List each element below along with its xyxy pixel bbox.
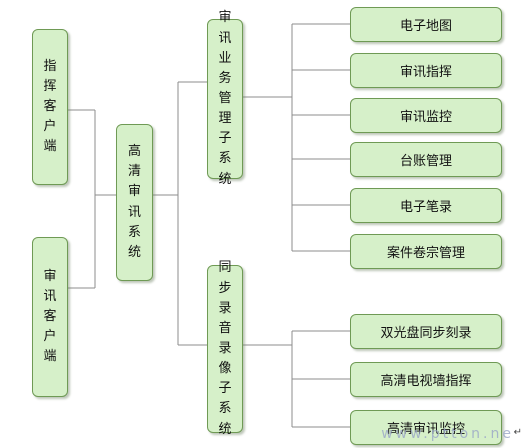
av-system-node: 同步录音录像子系统 [207,260,243,437]
business-system-label: 审讯业务管理子系统 [218,10,232,187]
business-item-label: 案件卷宗管理 [386,246,465,261]
av-item-label: 双光盘同步刻录 [380,326,472,341]
hd-system-node: 高清审讯系统 [116,124,153,281]
av-item-label: 高清审讯监控 [386,422,465,437]
business-item-label: 台账管理 [399,154,452,169]
business-item: 案件卷宗管理 [350,234,502,269]
watermark: www.ptton.ne [381,426,514,442]
business-item-label: 电子地图 [399,19,452,34]
business-item-label: 审讯指挥 [399,65,452,80]
command-client-label: 指挥客户端 [43,58,57,155]
av-item: 高清审讯监控 [350,410,502,445]
av-item: 双光盘同步刻录 [350,314,502,349]
av-system-label: 同步录音录像子系统 [218,260,232,437]
interrogation-client-node: 审讯客户端 [32,237,68,397]
business-item-label: 电子笔录 [399,200,452,215]
business-item: 审讯监控 [350,98,502,133]
business-item: 台账管理 [350,142,502,177]
business-system-node: 审讯业务管理子系统 [207,10,243,187]
business-item: 审讯指挥 [350,53,502,88]
business-item: 电子笔录 [350,188,502,223]
interrogation-client-label: 审讯客户端 [43,268,57,365]
av-item-label: 高清电视墙指挥 [380,374,472,389]
business-item-label: 审讯监控 [399,110,452,125]
command-client-node: 指挥客户端 [32,29,68,185]
paragraph-mark: ↵ [513,427,522,438]
business-item: 电子地图 [350,7,502,42]
av-item: 高清电视墙指挥 [350,362,502,397]
hd-system-label: 高清审讯系统 [127,144,141,260]
